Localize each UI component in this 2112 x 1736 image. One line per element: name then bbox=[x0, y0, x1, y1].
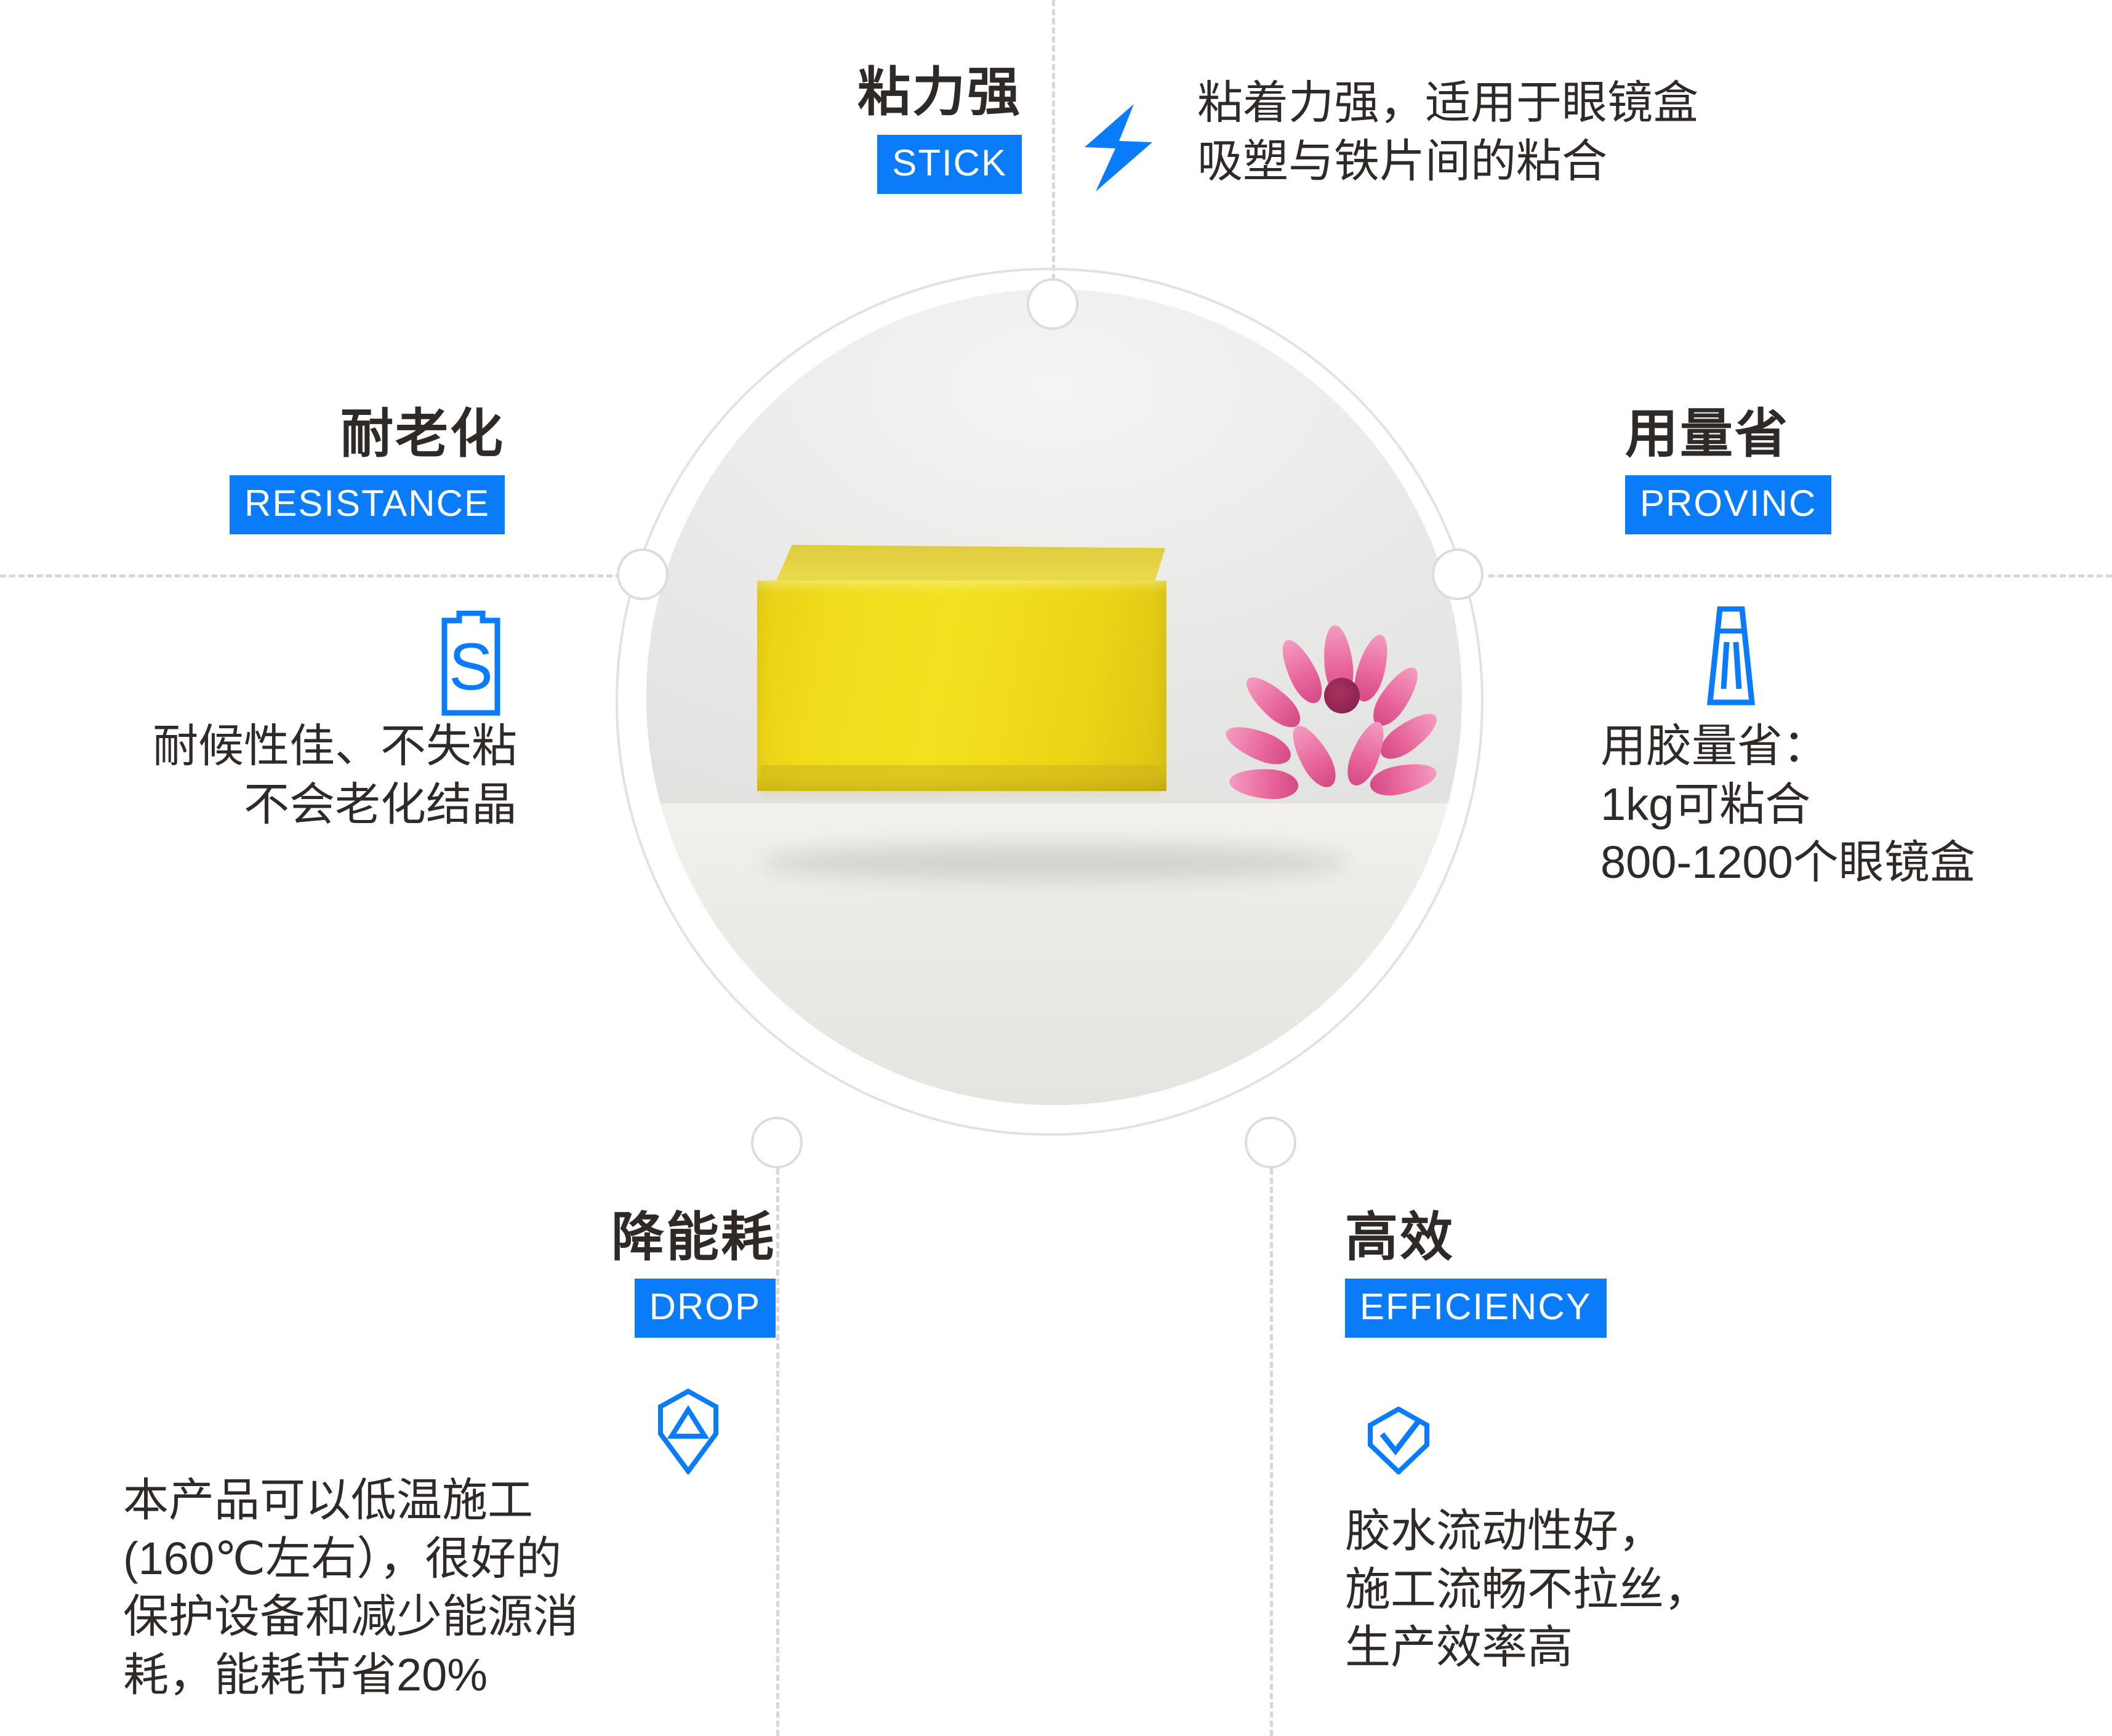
node-dot-stick bbox=[1027, 278, 1078, 330]
glue-tube-icon bbox=[1704, 606, 1758, 706]
photo-tabletop bbox=[646, 803, 1462, 1105]
node-dot-provinc bbox=[1432, 549, 1484, 600]
node-dot-drop bbox=[751, 1117, 803, 1168]
connector-line-drop bbox=[776, 1168, 779, 1736]
down-hexagon-triangle-icon bbox=[654, 1388, 722, 1474]
connector-line-resistance bbox=[0, 574, 622, 577]
feature-efficiency-desc: 胶水流动性好， 施工流畅不拉丝， 生产效率高 bbox=[1345, 1505, 1709, 1673]
feature-drop-title: 降能耗 bbox=[611, 1208, 776, 1267]
feature-resistance-tag: RESISTANCE bbox=[230, 475, 505, 535]
product-photo bbox=[646, 289, 1462, 1105]
flower-decoration bbox=[1221, 624, 1444, 801]
feature-resistance-desc: 耐候性佳、不失粘 不会老化结晶 bbox=[153, 720, 517, 830]
shield-check-icon bbox=[1363, 1407, 1434, 1474]
feature-stick-desc: 粘着力强，适用于眼镜盒 吸塑与铁片间的粘合 bbox=[1197, 77, 1698, 187]
connector-line-provinc bbox=[1488, 574, 2112, 577]
lightning-bolt-icon bbox=[1077, 102, 1157, 194]
block-bottom-sheen bbox=[761, 765, 1161, 801]
svg-text:S: S bbox=[449, 629, 493, 704]
feature-provinc-desc: 用胶量省： 1kg可粘合 800-1200个眼镜盒 bbox=[1600, 720, 1975, 888]
feature-stick: 粘力强 STICK bbox=[554, 63, 1022, 195]
feature-drop-tag: DROP bbox=[634, 1279, 776, 1338]
photo-block-shadow bbox=[760, 844, 1348, 881]
block-front-face bbox=[757, 581, 1166, 801]
feature-resistance-title: 耐老化 bbox=[340, 404, 505, 464]
adhesive-block bbox=[757, 545, 1166, 801]
feature-stick-title: 粘力强 bbox=[857, 63, 1022, 122]
feature-provinc-title: 用量省 bbox=[1625, 404, 1789, 464]
feature-provinc: 用量省 PROVINC bbox=[1625, 404, 2093, 535]
connector-line-stick bbox=[1052, 0, 1055, 280]
node-dot-efficiency bbox=[1245, 1117, 1296, 1168]
feature-resistance: 耐老化 RESISTANCE bbox=[55, 404, 505, 535]
feature-efficiency-title: 高效 bbox=[1345, 1208, 1455, 1267]
feature-provinc-tag: PROVINC bbox=[1625, 475, 1832, 535]
node-dot-resistance bbox=[617, 549, 669, 600]
feature-efficiency: 高效 EFFICIENCY bbox=[1345, 1210, 1837, 1338]
feature-drop: 降能耗 DROP bbox=[295, 1210, 776, 1338]
battery-s-label-icon: S bbox=[438, 611, 504, 717]
connector-line-efficiency bbox=[1270, 1168, 1273, 1736]
feature-efficiency-tag: EFFICIENCY bbox=[1345, 1279, 1607, 1338]
outer-ring bbox=[616, 268, 1484, 1136]
feature-drop-desc: 本产品可以低温施工 (160℃左右），很好的 保护设备和减少能源消 耗，能耗节省… bbox=[123, 1474, 579, 1701]
feature-stick-tag: STICK bbox=[877, 135, 1022, 195]
